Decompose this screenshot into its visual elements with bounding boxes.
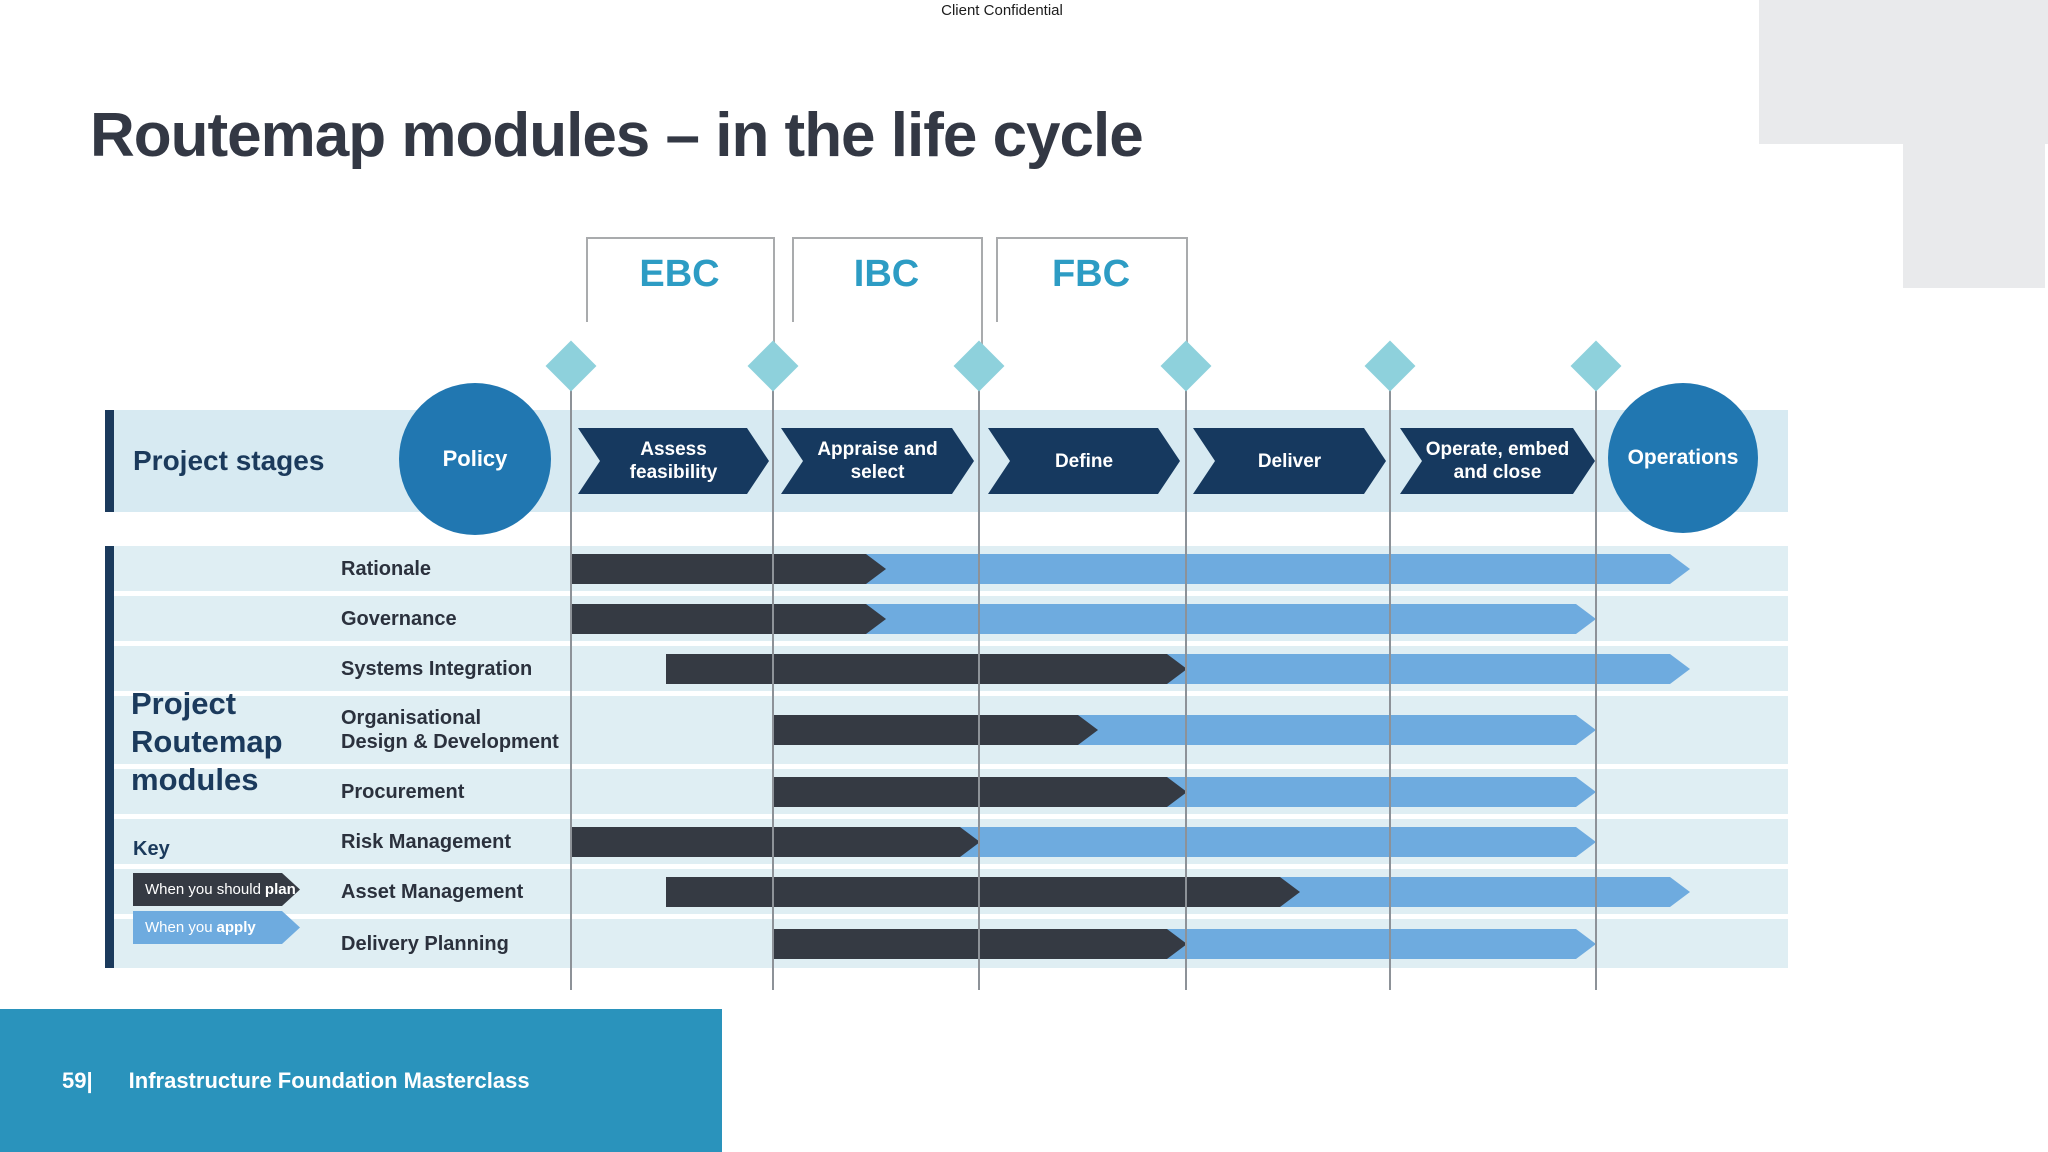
timeline-gridline [978,345,980,990]
module-row-label: Procurement [341,780,465,803]
modules-section-label: Project Routemap modules [131,686,283,797]
milestone-diamond [1364,340,1416,392]
key-plan-arrow: When you should plan [133,873,300,906]
key-apply-label: When you [145,919,213,936]
gate-bracket-fbc [996,237,1188,347]
apply-bar [1150,929,1596,959]
apply-bar [850,554,1690,584]
gate-bracket-ibc [792,237,983,347]
apply-bar [1150,777,1596,807]
module-row-label: Risk Management [341,830,512,853]
gate-bracket-edge [996,239,998,322]
module-row-label: Delivery Planning [341,932,509,955]
timeline-gridline [570,345,572,990]
plan-bar [571,554,886,584]
timeline-gridline [1389,390,1391,990]
module-row-label: Systems Integration [341,657,533,680]
plan-bar [666,654,1187,684]
plan-bar [571,604,886,634]
modules-accent-bar [105,546,114,968]
key-plan-label: When you should [145,881,261,898]
stage-chevron: Appraise and select [781,428,974,494]
plan-bar [666,877,1300,907]
key-apply-arrow: When you apply [133,911,300,944]
milestone-diamond [1570,340,1622,392]
stage-band-accent-bar [105,410,114,512]
module-row-label: Governance [341,607,457,630]
module-row-label: Asset Management [341,880,524,903]
key-title: Key [133,838,170,860]
apply-bar [1060,715,1596,745]
footer-bar: 59| Infrastructure Foundation Masterclas… [0,1009,722,1152]
gate-label-ebc: EBC [639,252,720,295]
plan-bar [571,827,980,857]
plan-bar [774,715,1098,745]
footer-page-number: 59| [62,1067,93,1093]
key-apply-label-bold: apply [216,919,256,936]
gate-label-fbc: FBC [1051,252,1131,295]
operations-circle: Operations [1608,383,1758,533]
stage-chevron: Deliver [1193,428,1386,494]
stage-chevron: Define [988,428,1180,494]
timeline-gridline [772,345,774,990]
stage-chevron: Assess feasibility [578,428,769,494]
page-title: Routemap modules – in the life cycle [90,101,1144,170]
gate-bracket-edge [792,239,794,322]
milestone-diamond [747,340,799,392]
module-row-label: Organisational Design & Development [341,707,559,753]
key-plan-label-bold: plan [264,881,296,898]
plan-bar [774,929,1187,959]
project-stages-label: Project stages [133,445,325,476]
policy-circle: Policy [399,383,551,535]
stage-chevron: Operate, embed and close [1400,428,1595,494]
corner-decoration-top [1759,0,2048,144]
confidential-label: Client Confidential [941,2,1063,19]
timeline-gridline [1595,390,1597,990]
apply-bar [850,604,1596,634]
timeline-gridline [1185,345,1187,990]
gate-bracket-ebc [586,237,775,347]
milestone-diamond [1160,340,1212,392]
milestone-diamond [953,340,1005,392]
milestone-diamond [545,340,597,392]
plan-bar [774,777,1187,807]
footer-course-name: Infrastructure Foundation Masterclass [128,1067,530,1093]
apply-bar [1265,877,1690,907]
apply-bar [945,827,1596,857]
gate-label-ibc: IBC [853,252,920,295]
corner-decoration-bottom [1903,144,2045,288]
gate-bracket-edge [586,239,588,322]
module-row-label: Rationale [341,557,432,580]
apply-bar [1150,654,1690,684]
